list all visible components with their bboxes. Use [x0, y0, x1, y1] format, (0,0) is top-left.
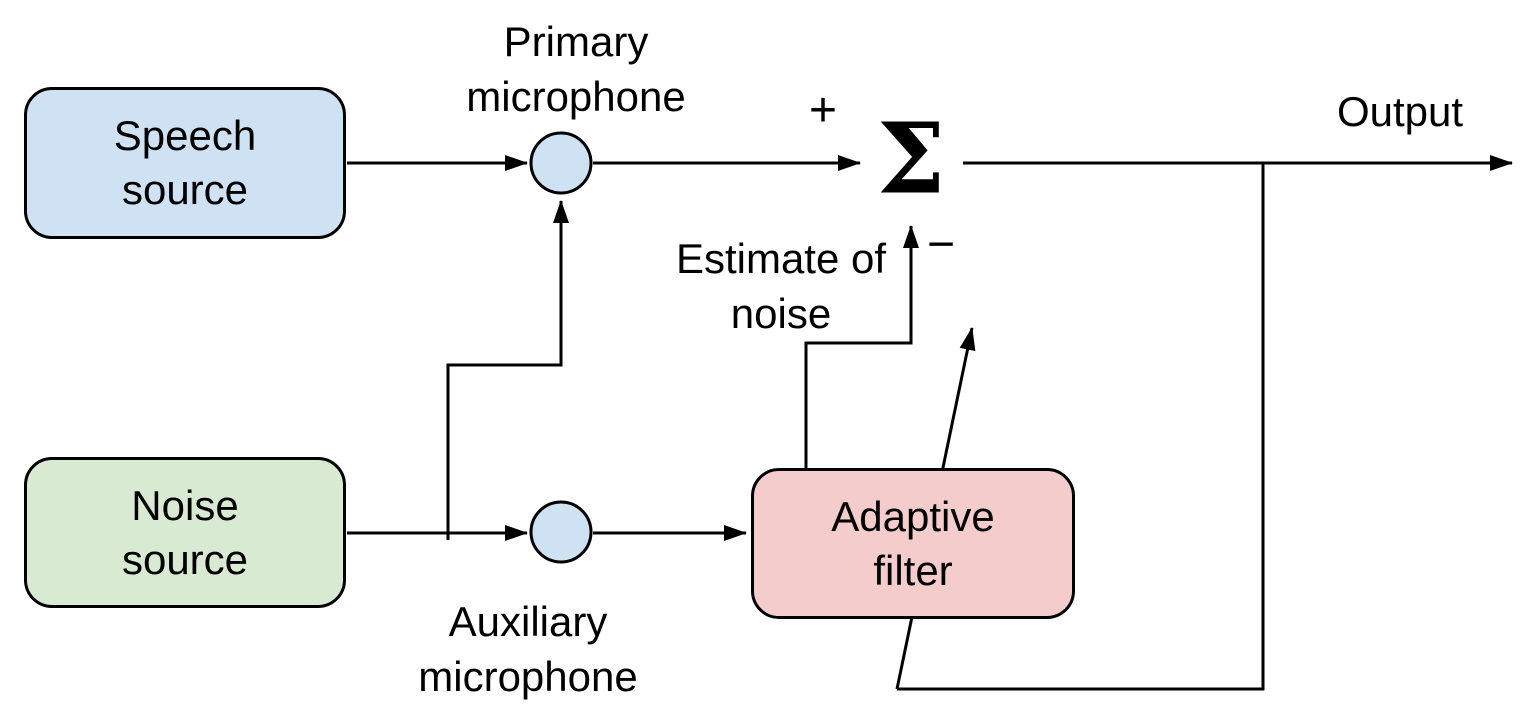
noise-to-primary-mic-arrow [446, 200, 569, 540]
primary-microphone-label-line2: microphone [466, 73, 686, 120]
filter-to-sum-arrow [804, 225, 919, 468]
auxiliary-microphone-node [529, 500, 593, 564]
noise-source-box: Noise source [24, 457, 346, 608]
speech-source-label-line1: Speech [113, 112, 257, 159]
adaptive-filter-label-line1: Adaptive [831, 492, 995, 540]
plus-sign: + [808, 84, 838, 137]
noise-source-label-line2: source [121, 535, 249, 583]
output-feedback-line [897, 163, 1265, 691]
estimate-of-noise-label: Estimate of noise [676, 231, 886, 341]
estimate-of-noise-label-line2: noise [730, 290, 832, 337]
auxiliary-microphone-label-line1: Auxiliary [448, 598, 608, 645]
speech-source-label-line2: source [121, 166, 249, 213]
summation-symbol: Σ [876, 101, 946, 216]
output-label: Output [1336, 88, 1464, 135]
noise-source-label-line1: Noise [131, 481, 239, 529]
primary-microphone-node [529, 131, 593, 195]
adaptive-filter-box: Adaptive filter [751, 468, 1075, 619]
primary-microphone-label-line1: Primary [503, 18, 649, 65]
minus-sign: − [926, 218, 956, 271]
primary-microphone-label: Primary microphone [466, 14, 685, 124]
estimate-of-noise-label-line1: Estimate of [675, 235, 887, 282]
speech-source-box: Speech source [24, 87, 346, 239]
auxiliary-microphone-label: Auxiliary microphone [418, 594, 637, 704]
adaptive-filter-label-line2: filter [873, 546, 953, 594]
auxiliary-microphone-label-line2: microphone [418, 653, 638, 700]
